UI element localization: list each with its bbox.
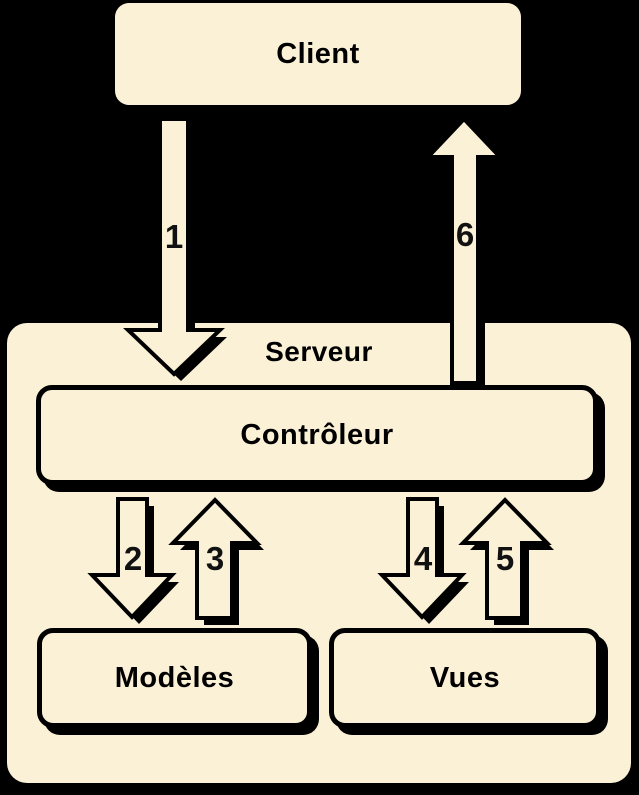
arrow-2-label: 2 — [123, 540, 143, 577]
arrow-3-shape — [168, 497, 262, 620]
arrow-6-shape — [423, 116, 505, 385]
arrow-4-label: 4 — [413, 540, 433, 577]
arrow-6-label: 6 — [455, 216, 475, 253]
arrow-3-label: 3 — [205, 540, 225, 577]
arrow-4-shape — [377, 497, 467, 620]
arrow-5-shape — [458, 497, 552, 620]
arrow-5-label: 5 — [495, 540, 515, 577]
client-node: Client — [115, 3, 521, 105]
serveur-label: Serveur — [265, 336, 373, 367]
arrow-6-controleur-to-client — [423, 116, 507, 390]
arrow-2-controleur-to-modeles — [87, 497, 179, 624]
arrow-2-shape — [87, 497, 177, 620]
arrow-3-modeles-to-controleur — [168, 497, 264, 625]
arrow-4-controleur-to-vues — [377, 497, 469, 624]
vues-node: Vues — [329, 628, 601, 728]
arrow-1-client-to-controleur — [123, 117, 227, 381]
controleur-node: Contrôleur — [36, 385, 598, 485]
modeles-label: Modèles — [114, 661, 235, 694]
modeles-node: Modèles — [37, 628, 312, 728]
arrow-1-shape — [123, 117, 225, 377]
controleur-label: Contrôleur — [240, 418, 394, 451]
arrow-1-label: 1 — [164, 218, 184, 255]
client-label: Client — [276, 37, 360, 70]
vues-label: Vues — [429, 661, 501, 694]
arrow-5-vues-to-controleur — [458, 497, 554, 625]
